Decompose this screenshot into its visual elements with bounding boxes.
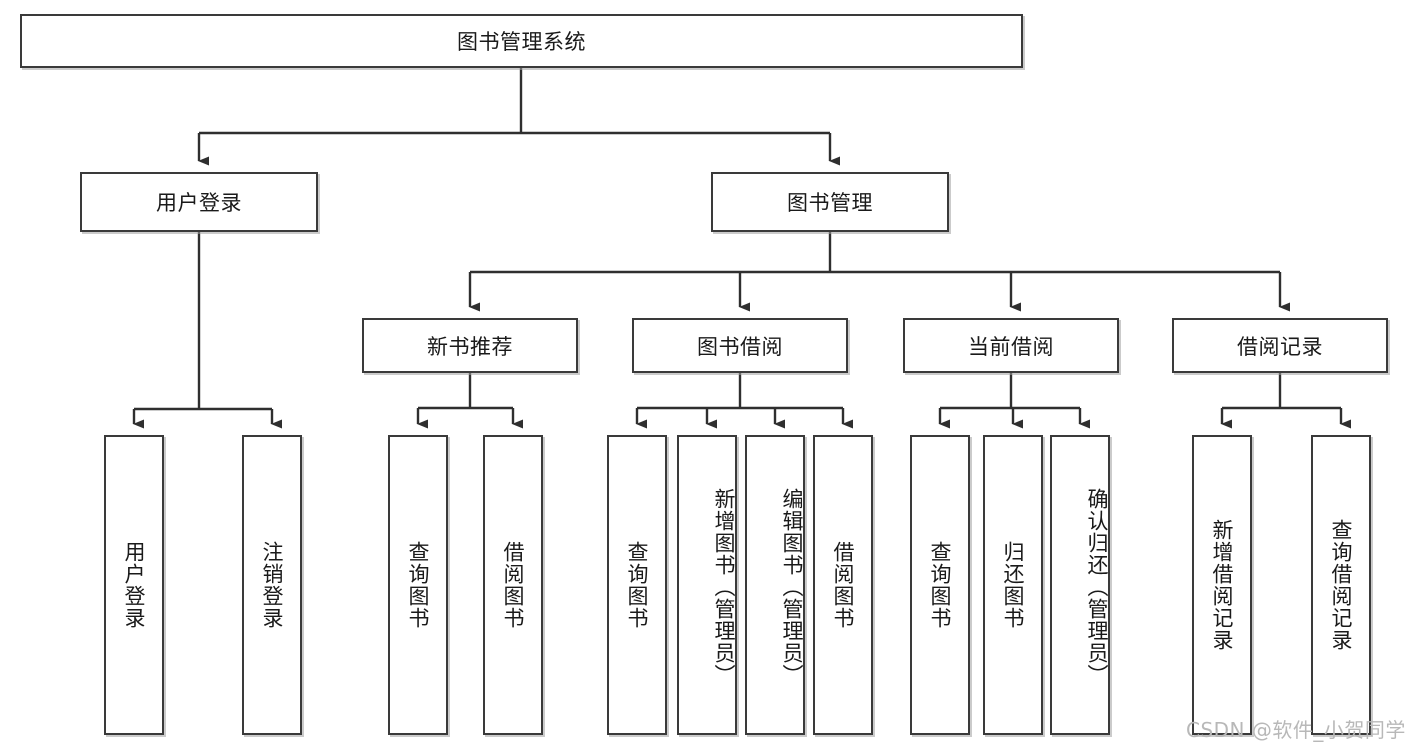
node-user-login-label: 用户登录 <box>156 191 242 215</box>
node-leaf-logout-label: 注销登录 <box>260 541 285 629</box>
node-leaf-query-book-borrow[interactable]: 查询图书 <box>607 435 667 735</box>
node-leaf-user-login-label: 用户登录 <box>122 541 147 629</box>
node-leaf-borrow-book-rec-label: 借阅图书 <box>501 541 526 629</box>
node-current-borrow[interactable]: 当前借阅 <box>903 318 1119 373</box>
node-book-manage-label: 图书管理 <box>787 191 873 215</box>
node-leaf-query-book-borrow-label: 查询图书 <box>625 541 650 629</box>
node-leaf-return-book[interactable]: 归还图书 <box>983 435 1043 735</box>
node-leaf-user-login[interactable]: 用户登录 <box>104 435 164 735</box>
node-book-borrow-label: 图书借阅 <box>697 334 783 359</box>
node-leaf-edit-book-admin-label: 编辑图书（管理员） <box>780 488 804 686</box>
node-borrow-record[interactable]: 借阅记录 <box>1172 318 1388 373</box>
node-leaf-query-borrow-record-label: 查询借阅记录 <box>1329 519 1354 651</box>
node-new-book-rec[interactable]: 新书推荐 <box>362 318 578 373</box>
node-leaf-query-book-current-label: 查询图书 <box>928 541 953 629</box>
node-leaf-return-book-label: 归还图书 <box>1001 541 1026 629</box>
node-user-login[interactable]: 用户登录 <box>80 172 318 232</box>
node-current-borrow-label: 当前借阅 <box>968 334 1054 359</box>
node-leaf-add-book-admin-label: 新增图书（管理员） <box>712 488 736 686</box>
node-new-book-rec-label: 新书推荐 <box>427 334 513 359</box>
node-leaf-borrow-book[interactable]: 借阅图书 <box>813 435 873 735</box>
node-leaf-query-book-current[interactable]: 查询图书 <box>910 435 970 735</box>
node-leaf-add-book-admin[interactable]: 新增图书（管理员） <box>677 435 737 735</box>
node-leaf-query-borrow-record[interactable]: 查询借阅记录 <box>1311 435 1371 735</box>
node-leaf-query-book-rec-label: 查询图书 <box>406 541 431 629</box>
node-leaf-confirm-return-admin[interactable]: 确认归还（管理员） <box>1050 435 1110 735</box>
node-book-borrow[interactable]: 图书借阅 <box>632 318 848 373</box>
node-leaf-confirm-return-admin-label: 确认归还（管理员） <box>1085 488 1109 686</box>
node-leaf-logout[interactable]: 注销登录 <box>242 435 302 735</box>
node-leaf-add-borrow-record-label: 新增借阅记录 <box>1210 519 1235 651</box>
node-leaf-borrow-book-rec[interactable]: 借阅图书 <box>483 435 543 735</box>
node-borrow-record-label: 借阅记录 <box>1237 334 1323 359</box>
node-root[interactable]: 图书管理系统 <box>20 14 1023 68</box>
node-leaf-edit-book-admin[interactable]: 编辑图书（管理员） <box>745 435 805 735</box>
node-root-label: 图书管理系统 <box>457 30 586 54</box>
csdn-watermark: CSDN @软件_小贺同学 <box>1186 718 1405 742</box>
node-leaf-add-borrow-record[interactable]: 新增借阅记录 <box>1192 435 1252 735</box>
node-book-manage[interactable]: 图书管理 <box>711 172 949 232</box>
node-leaf-borrow-book-label: 借阅图书 <box>831 541 856 629</box>
node-leaf-query-book-rec[interactable]: 查询图书 <box>388 435 448 735</box>
